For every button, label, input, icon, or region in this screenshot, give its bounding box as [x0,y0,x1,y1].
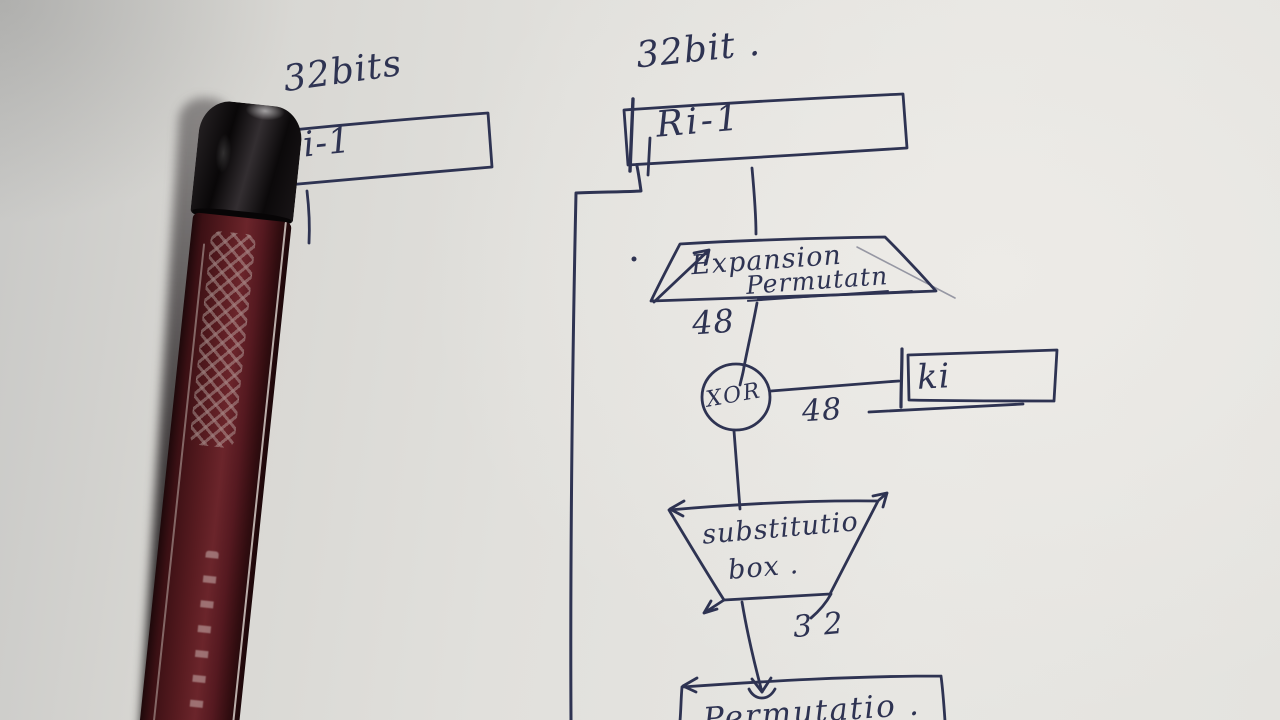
key-underline [867,402,1025,414]
pen-carbon-texture [189,230,257,449]
xor-entry-tick [738,365,746,387]
xor-circle [700,362,772,432]
expansion-output-bits-label: 48 [690,301,736,343]
sbox-output-bits-label: 3 2 [791,605,846,646]
pen-cap [190,98,305,225]
stray-diagonal [856,246,956,299]
sbox-label-line2: box . [726,548,801,587]
key-box-serif [899,347,904,409]
sbox-tail-bottom-right [809,592,833,620]
permutation-box [678,674,947,720]
key-bits-label: 48 [800,391,844,430]
expansion-to-xor-line [742,301,759,369]
sbox-trapezoid [667,499,880,602]
left-register-box [271,111,494,188]
right-register-box [622,92,909,167]
right-register-serif2 [646,136,652,177]
key-box [906,348,1059,403]
left-register-label: i-1 [300,120,354,166]
key-to-xor-line [769,379,901,393]
sbox-arrow-bottom-left [702,598,726,615]
sbox-arrow-top-right [871,491,889,509]
expansion-parallelogram [649,235,938,303]
stray-dot [631,256,637,262]
expansion-underline [757,290,913,300]
right-register-serif [628,97,635,173]
perm-entry-curve [747,687,777,700]
expansion-entry-arrow [652,248,711,304]
key-box-label: ki [915,356,952,398]
feedback-line [569,164,643,720]
ri-to-expansion-line [750,166,758,236]
pen-brand-marks [185,550,220,720]
perm-corner-arrow [681,676,699,694]
right-register-label: Ri-1 [654,97,744,146]
xor-to-sbox-line [732,429,742,511]
left-register-stub-line [305,189,311,245]
sbox-arrow-top-left [668,499,686,518]
